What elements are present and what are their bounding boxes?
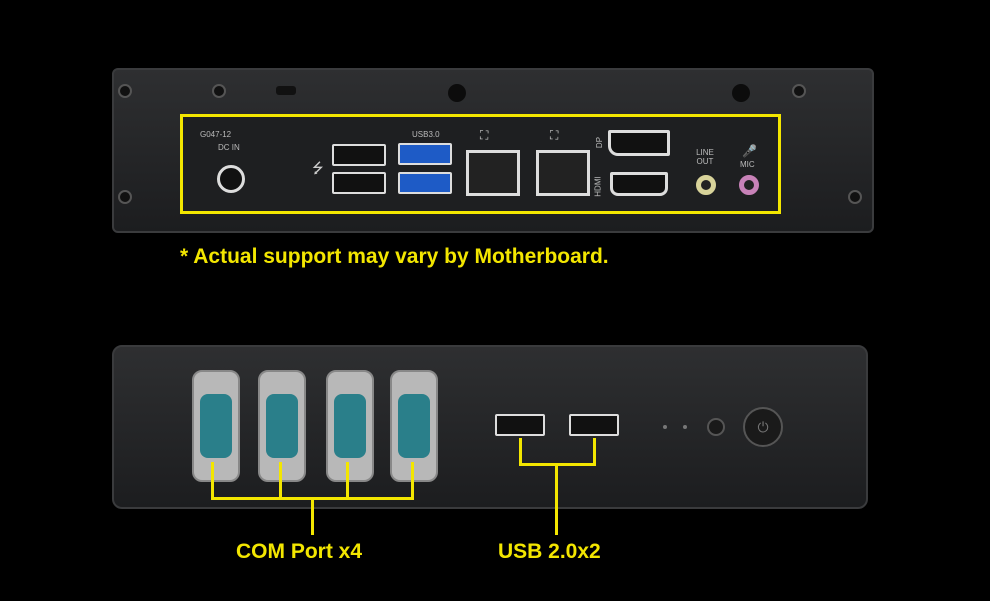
hdmi-label: HDMI bbox=[593, 176, 603, 197]
network-icon: ⛶ bbox=[480, 128, 489, 142]
usb3-port[interactable] bbox=[398, 143, 452, 165]
screw-icon bbox=[118, 84, 132, 98]
lan-port[interactable] bbox=[536, 150, 590, 196]
power-button[interactable]: ⏻ bbox=[743, 407, 783, 447]
hdmi-port[interactable] bbox=[610, 172, 668, 196]
dc-in-label: DC IN bbox=[218, 143, 240, 152]
usb3-label: USB3.0 bbox=[412, 130, 440, 139]
displayport[interactable] bbox=[608, 130, 670, 156]
lan-port[interactable] bbox=[466, 150, 520, 196]
status-led bbox=[663, 425, 667, 429]
callout-line bbox=[411, 462, 414, 500]
callout-line bbox=[211, 462, 214, 500]
line-out-label: LINE OUT bbox=[696, 148, 714, 166]
callout-line bbox=[279, 462, 282, 500]
usb3-port[interactable] bbox=[398, 172, 452, 194]
kensington-lock-slot bbox=[276, 86, 296, 95]
mic-jack[interactable] bbox=[739, 175, 759, 195]
callout-line bbox=[593, 438, 596, 466]
dp-label: DP bbox=[595, 136, 605, 149]
com-port[interactable] bbox=[326, 370, 374, 482]
screw-icon bbox=[212, 84, 226, 98]
callout-line bbox=[311, 497, 314, 535]
front-usb-port[interactable] bbox=[569, 414, 619, 436]
status-led bbox=[683, 425, 687, 429]
com-port[interactable] bbox=[390, 370, 438, 482]
support-note: * Actual support may vary by Motherboard… bbox=[180, 245, 609, 268]
mic-icon: 🎤 bbox=[742, 144, 757, 158]
antenna-hole bbox=[448, 84, 466, 102]
mic-label: MIC bbox=[740, 160, 755, 169]
network-icon: ⛶ bbox=[550, 128, 559, 142]
com-port-label: COM Port x4 bbox=[236, 540, 363, 563]
usb2-port[interactable] bbox=[332, 172, 386, 194]
dc-in-port bbox=[217, 165, 245, 193]
callout-line bbox=[346, 462, 349, 500]
usb-label: USB 2.0x2 bbox=[498, 540, 601, 563]
model-label: G047-12 bbox=[200, 130, 232, 139]
reset-button[interactable] bbox=[707, 418, 725, 436]
usb2-port[interactable] bbox=[332, 144, 386, 166]
front-usb-port[interactable] bbox=[495, 414, 545, 436]
com-port[interactable] bbox=[258, 370, 306, 482]
screw-icon bbox=[792, 84, 806, 98]
callout-line bbox=[555, 463, 558, 535]
callout-line bbox=[519, 438, 522, 466]
screw-icon bbox=[848, 190, 862, 204]
com-port[interactable] bbox=[192, 370, 240, 482]
screw-icon bbox=[118, 190, 132, 204]
line-out-jack[interactable] bbox=[696, 175, 716, 195]
usb-icon: ⭍ bbox=[312, 160, 324, 176]
antenna-hole bbox=[732, 84, 750, 102]
